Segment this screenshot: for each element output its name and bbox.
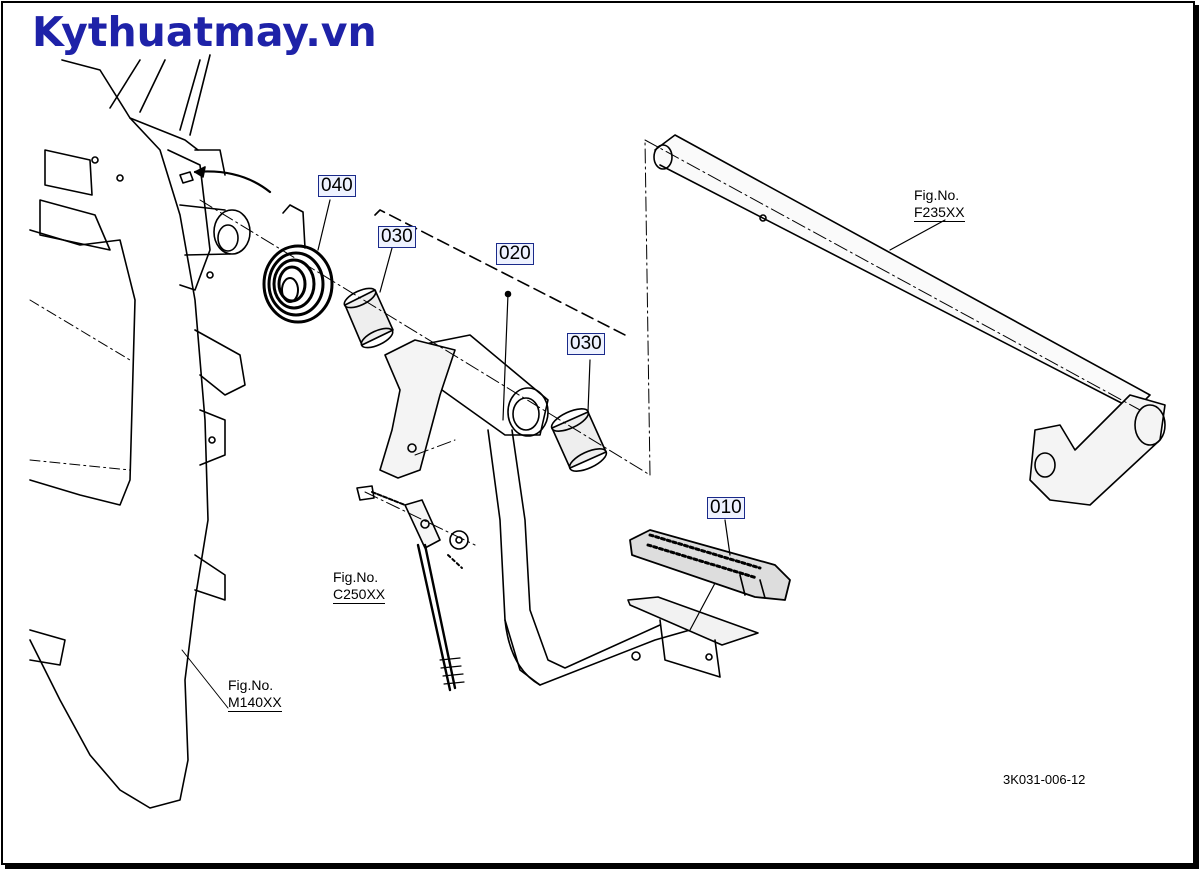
- callout-020: 020: [496, 243, 534, 265]
- site-watermark: Kythuatmay.vn: [32, 8, 377, 56]
- callout-030-upper: 030: [378, 226, 416, 248]
- fig-ref-c250-code: C250XX: [333, 586, 386, 604]
- fig-ref-c250: Fig.No. C250XX: [333, 569, 386, 604]
- bushing-upper: [343, 247, 394, 349]
- callout-030-lower: 030: [567, 333, 605, 355]
- bushing-lower: [550, 359, 608, 472]
- adjusting-rod: [356, 485, 469, 692]
- fig-ref-c250-label: Fig.No.: [333, 569, 379, 585]
- fig-ref-f235-code: F235XX: [914, 204, 965, 222]
- fig-ref-m140: Fig.No. M140XX: [228, 677, 282, 712]
- fig-ref-m140-label: Fig.No.: [228, 677, 274, 693]
- pedal-pad: [629, 519, 791, 601]
- transmission-case: [29, 54, 272, 809]
- pedal-arm: [374, 209, 759, 686]
- fig-ref-f235-label: Fig.No.: [914, 187, 960, 203]
- axis-lines: [199, 139, 1141, 546]
- fig-ref-m140-code: M140XX: [228, 694, 282, 712]
- drawing-number: 3K031-006-12: [1003, 772, 1086, 787]
- callout-040: 040: [318, 175, 356, 197]
- return-spring: [262, 199, 334, 324]
- cross-shaft: [653, 134, 1166, 506]
- fig-ref-f235: Fig.No. F235XX: [914, 187, 965, 222]
- callout-010: 010: [707, 497, 745, 519]
